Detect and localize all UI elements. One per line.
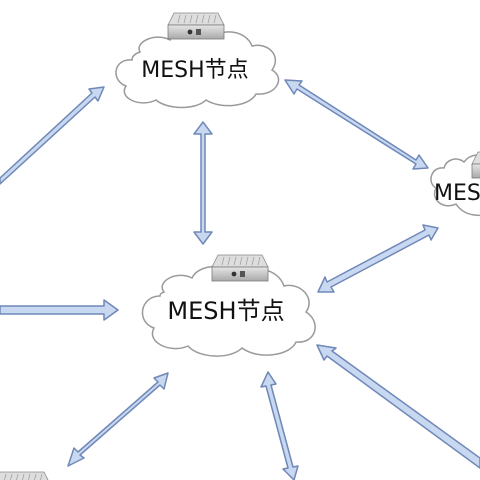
mesh-node-right: MES <box>430 151 480 217</box>
arrow-left-to-top <box>0 86 105 185</box>
mesh-node-center: MESH节点 <box>141 254 316 357</box>
router-device-icon <box>211 254 269 282</box>
arrow-top-to-right <box>284 79 429 170</box>
node-label: MESH节点 <box>167 297 284 325</box>
arrow-right-to-center <box>317 224 439 293</box>
mesh-node-bottom-left <box>0 471 51 480</box>
arrow-top-to-center <box>193 121 213 245</box>
arrow-center-to-bottom <box>260 371 299 480</box>
cloud-shape <box>430 154 480 217</box>
arrow-center-to-bottom-right <box>316 344 480 469</box>
router-device-icon <box>167 12 225 40</box>
cloud-shape <box>115 29 280 109</box>
mesh-node-top: MESH节点 <box>115 12 280 109</box>
arrow-center-to-bottom-left <box>67 372 169 467</box>
router-device-icon <box>0 471 51 480</box>
arrow-left-to-center <box>0 299 119 321</box>
node-label: MES <box>434 181 480 206</box>
node-label: MESH节点 <box>141 58 248 83</box>
cloud-shape <box>141 265 316 357</box>
